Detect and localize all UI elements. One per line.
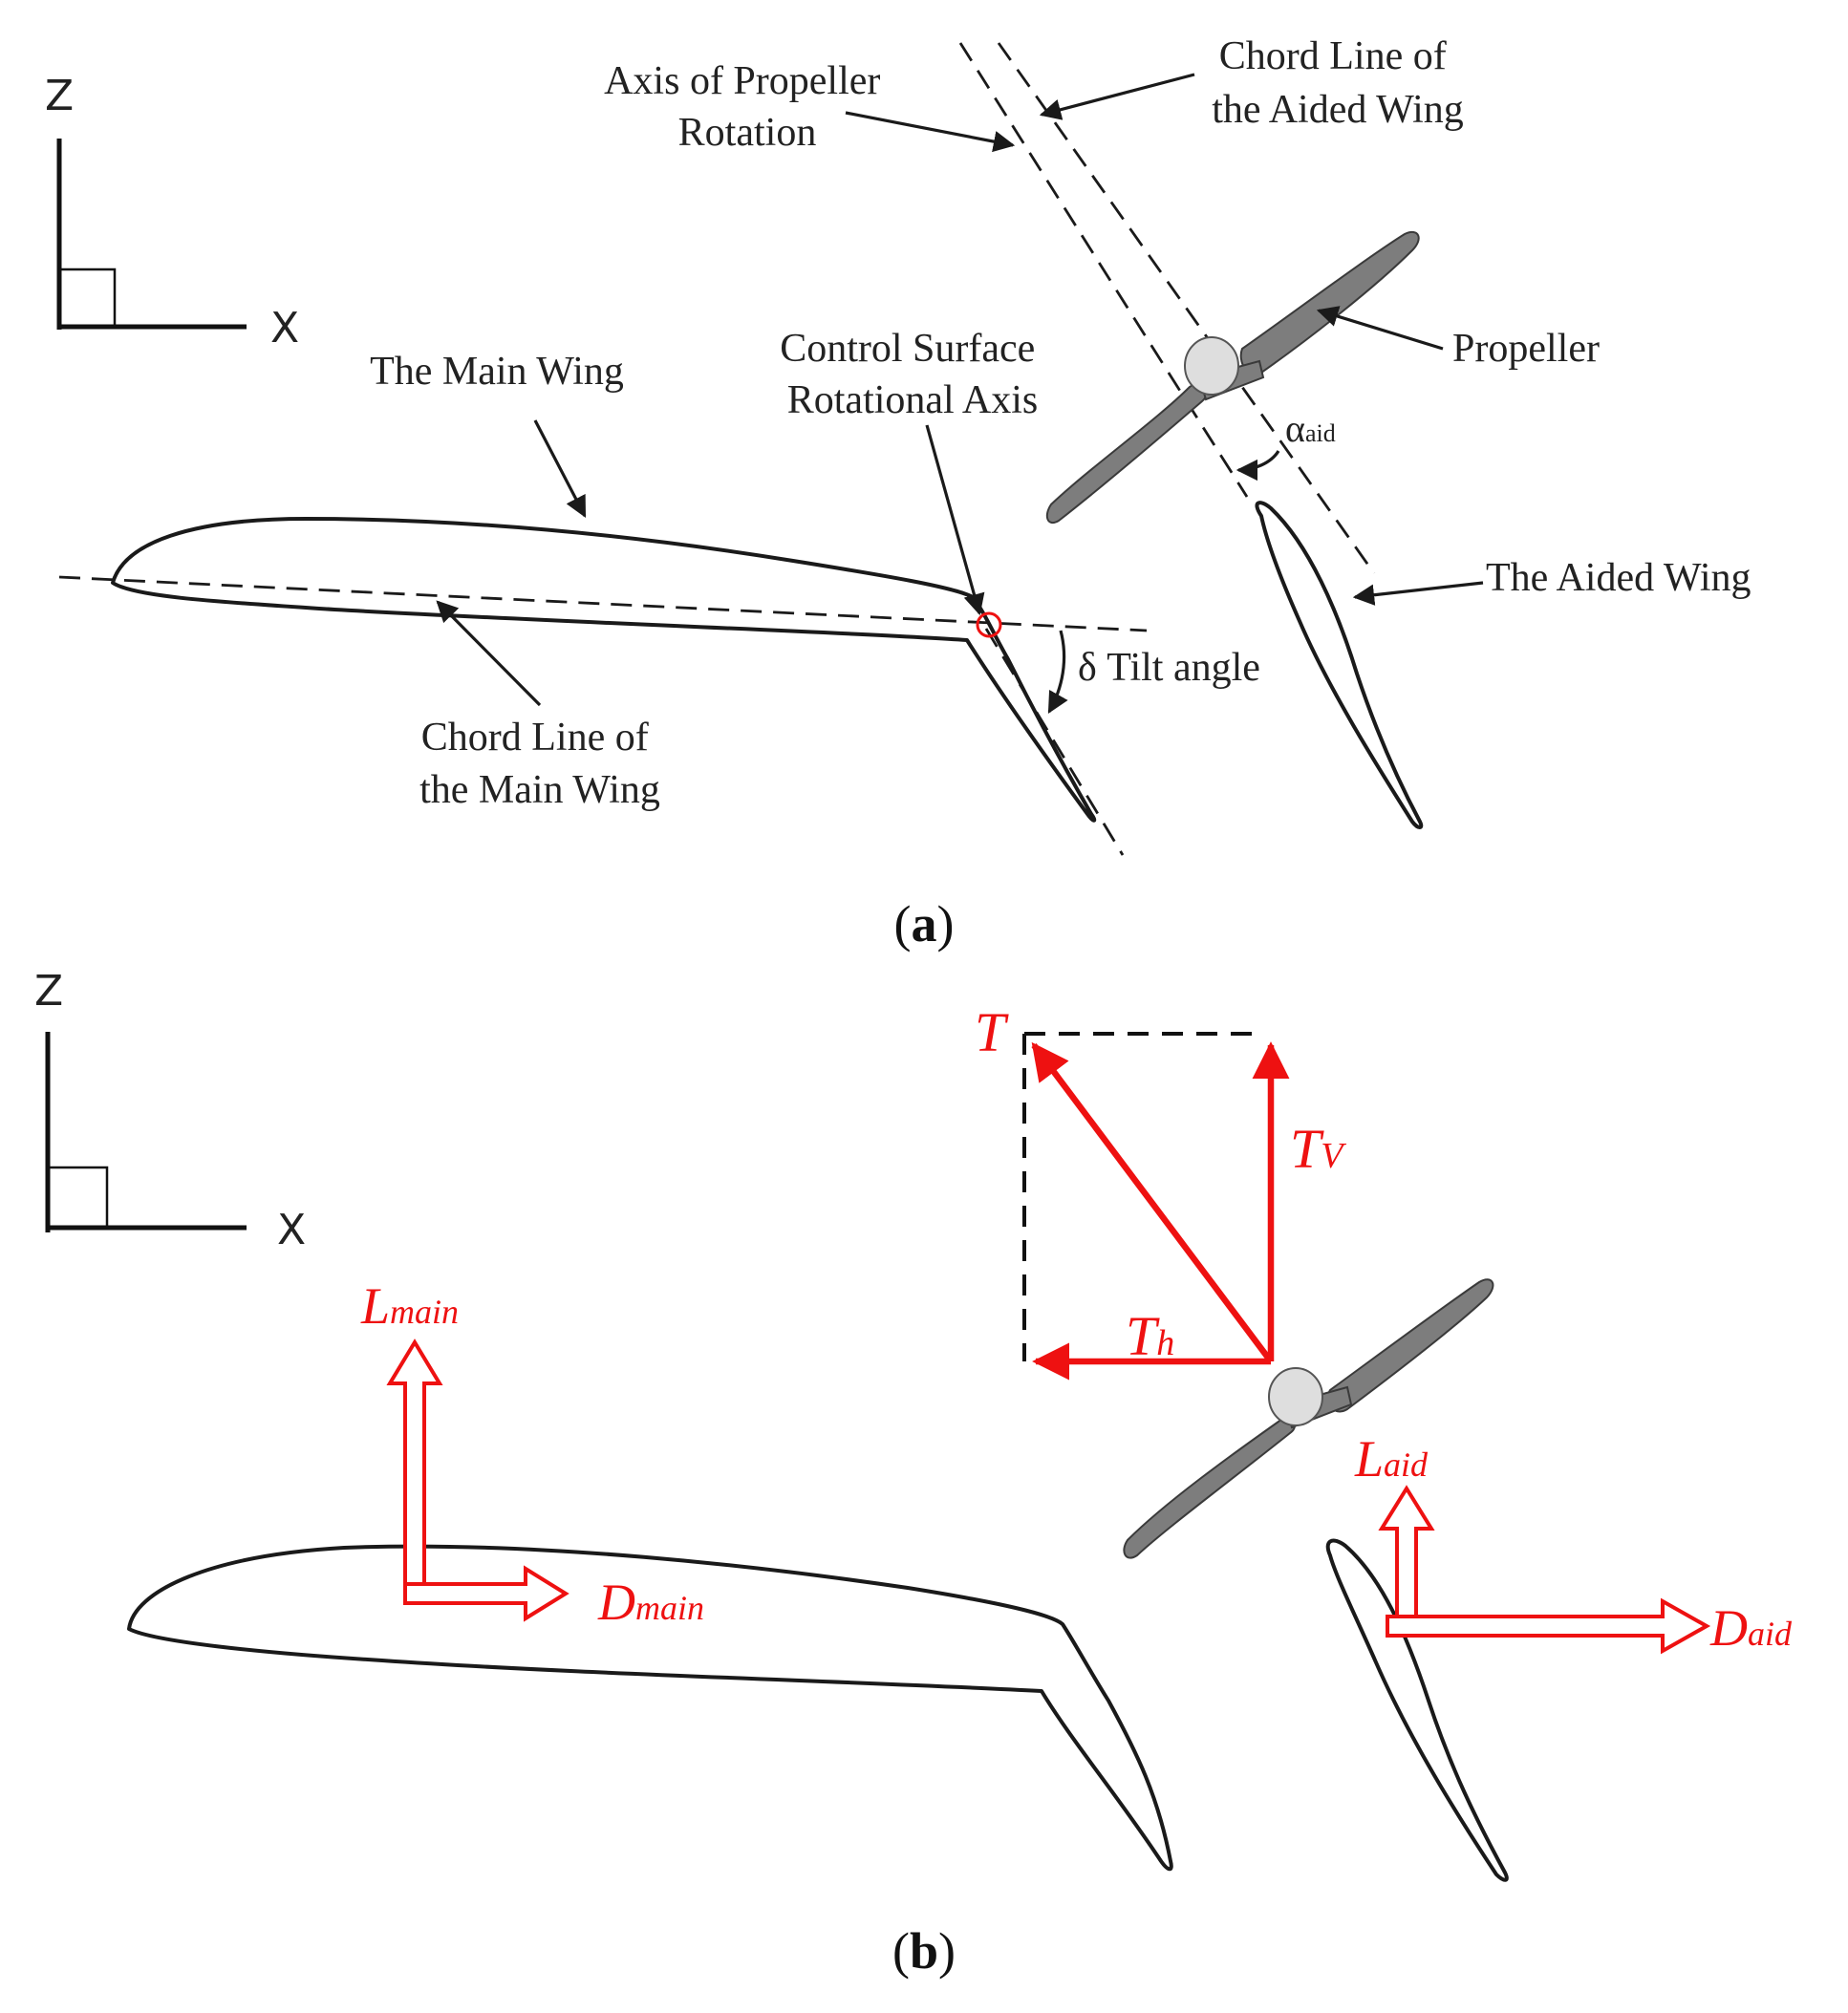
- caption-a: (a): [894, 895, 955, 953]
- panel-a: Z X: [45, 34, 1751, 953]
- main-wing-b: [127, 1544, 1173, 1872]
- label-Tv: TV: [1290, 1118, 1346, 1180]
- thrust-vector-T: [1031, 1041, 1274, 1363]
- label-main-wing: The Main Wing: [370, 350, 624, 394]
- aided-wing-b: [1325, 1538, 1509, 1882]
- label-chord-main: Chord Line of the Main Wing: [419, 716, 660, 812]
- label-T: T: [975, 1001, 1009, 1063]
- label-Th: Th: [1126, 1305, 1174, 1367]
- hinge-circle-icon: [976, 611, 1002, 638]
- panel-b: Z X T: [34, 967, 1793, 1980]
- aided-chord-line: [997, 42, 1376, 574]
- label-tilt-angle: δ Tilt angle: [1078, 646, 1260, 690]
- lift-aid-arrow: [1378, 1485, 1435, 1638]
- main-chord-line: [58, 575, 1148, 632]
- main-wing: [111, 517, 1097, 823]
- drag-aid-arrow: [1386, 1597, 1711, 1655]
- label-L-main: Lmain: [360, 1277, 459, 1335]
- label-D-main: Dmain: [597, 1574, 704, 1631]
- propeller-axis-line: [958, 42, 1249, 498]
- axis-z-label: Z: [45, 72, 74, 120]
- axis-x-label-b: X: [277, 1206, 306, 1254]
- tilt-angle-arc: [1047, 630, 1068, 714]
- alpha-arc: [1236, 450, 1280, 482]
- lift-main-arrow: [386, 1338, 443, 1599]
- drag-main-arrow: [403, 1565, 569, 1622]
- aided-wing: [1255, 501, 1424, 829]
- label-axis-of-propeller: Axis of Propeller Rotation: [604, 59, 891, 155]
- label-L-aid: Laid: [1354, 1430, 1429, 1488]
- caption-b: (b): [892, 1922, 956, 1980]
- label-aided-wing: The Aided Wing: [1486, 556, 1751, 600]
- coordinate-frame-a: Z X: [45, 72, 299, 353]
- coordinate-frame-b: Z X: [34, 967, 306, 1254]
- axis-x-label: X: [270, 304, 299, 353]
- label-control-surface: Control Surface Rotational Axis: [780, 327, 1045, 422]
- label-alpha-aid: αaid: [1285, 407, 1336, 450]
- label-chord-aided: Chord Line of the Aided Wing: [1212, 34, 1464, 132]
- axis-z-label-b: Z: [34, 967, 63, 1016]
- propeller-icon: [1045, 231, 1420, 524]
- label-D-aid: Daid: [1709, 1599, 1793, 1657]
- propeller-icon-b: [1123, 1278, 1494, 1559]
- label-propeller: Propeller: [1452, 327, 1600, 371]
- flap-chord-line: [984, 628, 1125, 856]
